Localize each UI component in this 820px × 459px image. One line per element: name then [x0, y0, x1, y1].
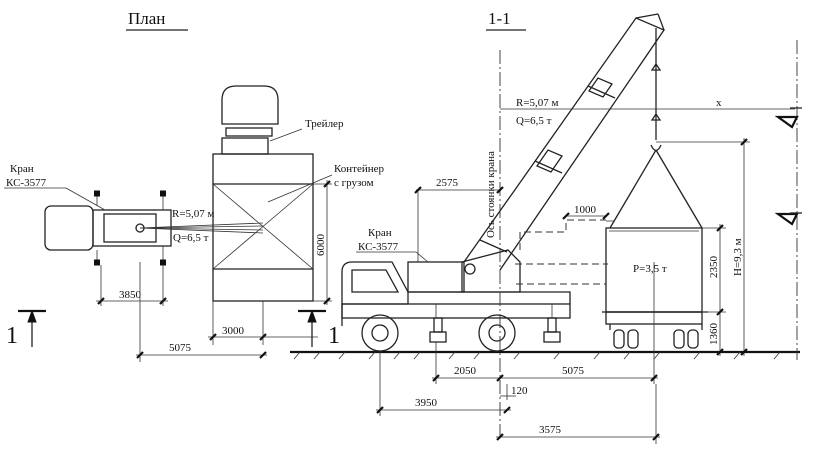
crane-axis-label: Ось стоянки крана — [485, 151, 497, 238]
section-radius-label: R=5,07 м — [516, 97, 559, 109]
section-dim-2050: 2050 — [454, 365, 477, 377]
crane-boom — [463, 13, 703, 271]
section-dim-120: 120 — [511, 385, 528, 397]
plan-crane — [44, 190, 264, 266]
trailer-label: Трейлер — [305, 118, 344, 130]
container-label-line1: Контейнер — [334, 163, 385, 175]
section-crane-truck — [341, 249, 571, 352]
plan-title: План — [128, 9, 165, 28]
section-height-label: H=9,3 м — [732, 238, 744, 276]
section-dim-1000: 1000 — [574, 204, 597, 216]
cargo-weight: P=3,5 т — [633, 263, 667, 275]
section-dim-3950: 3950 — [415, 397, 438, 409]
dashed-tail — [515, 263, 608, 285]
container-body — [212, 153, 314, 302]
section-mark-right-number: 1 — [328, 323, 340, 349]
section-mark-left: 1 — [6, 309, 46, 349]
plan-radius-label: R=5,07 м — [172, 208, 215, 220]
section-crane-label-line2: КС-3577 — [358, 241, 399, 253]
container-label-line2: с грузом — [334, 177, 374, 189]
section-mark-left-number: 1 — [6, 323, 18, 349]
plan-dim-3000: 3000 — [222, 325, 245, 337]
section-title: 1-1 — [488, 9, 511, 28]
section-load-label: Q=6,5 т — [516, 115, 552, 127]
section-view: P=3,5 т Ось стоянки крана R=5,07 м Q=6,5… — [290, 13, 802, 444]
section-dim-3575: 3575 — [539, 424, 562, 436]
plan-dim-3850: 3850 — [119, 289, 142, 301]
section-crane-label-line1: Кран — [368, 227, 392, 239]
plan-view: Трейлер Контейнер с грузом Кран — [4, 85, 385, 362]
section-mark-right: 1 — [298, 309, 340, 349]
plan-load-label: Q=6,5 т — [173, 232, 209, 244]
dashed-counterweight — [519, 219, 606, 250]
x-label: x — [716, 97, 722, 109]
plan-dim-5075: 5075 — [169, 342, 192, 354]
trailer-cab — [221, 85, 279, 155]
plan-crane-label-line1: Кран — [10, 163, 34, 175]
plan-crane-label-line2: КС-3577 — [6, 177, 47, 189]
section-dim-2575: 2575 — [436, 177, 459, 189]
section-dim-1360: 1360 — [708, 323, 720, 346]
section-dim-2350: 2350 — [708, 256, 720, 279]
cargo-container — [602, 227, 708, 349]
section-dim-5075: 5075 — [562, 365, 585, 377]
plan-dim-6000: 6000 — [315, 234, 327, 257]
